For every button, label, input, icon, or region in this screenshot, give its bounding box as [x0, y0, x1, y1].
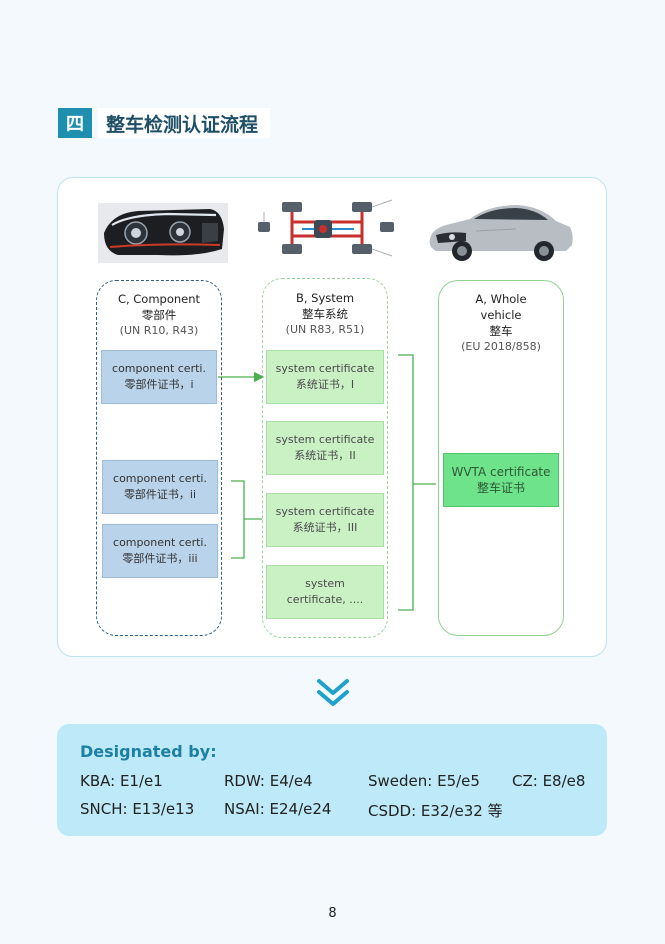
vehicle-title-line1: A, Whole: [475, 292, 527, 306]
cert-label-en: component certi.: [112, 362, 206, 375]
vehicle-cert: WVTA certificate 整车证书: [443, 453, 559, 507]
cert-label-cn: 系统证书，III: [292, 521, 358, 534]
component-title: C, Component: [117, 292, 201, 306]
cert-label-cn: 整车证书: [476, 481, 525, 495]
system-bracket: [398, 354, 436, 611]
vehicle-standard: (EU 2018/858): [461, 340, 541, 353]
vehicle-title-cn: 整车: [489, 324, 513, 338]
system-cert-4: system certificate, ....: [266, 565, 384, 619]
cert-label-cn: 零部件证书，ii: [123, 488, 197, 501]
whole-vehicle-column: [438, 280, 564, 636]
system-cert-1: system certificate 系统证书，I: [266, 350, 384, 404]
cert-label-cn: 系统证书，II: [294, 449, 356, 462]
designation-item: CSDD: E32/e32 等: [368, 802, 503, 820]
designation-item: KBA: E1/e1: [80, 772, 163, 790]
system-column-header: B, System 整车系统 (UN R83, R51): [266, 290, 384, 338]
cert-label-en: system: [305, 577, 345, 590]
section-heading: 四 整车检测认证流程: [58, 108, 271, 138]
cert-label-en: system certificate: [275, 362, 375, 375]
component-title-cn: 零部件: [141, 308, 177, 322]
cert-label-cn: 系统证书，I: [295, 378, 355, 391]
vehicle-title-line2: vehicle: [480, 308, 522, 322]
designation-item: CZ: E8/e8: [512, 772, 586, 790]
cert-label-en: WVTA certificate: [451, 465, 551, 479]
designation-item: SNCH: E13/e13: [80, 800, 195, 818]
section-number: 四: [58, 108, 92, 138]
double-chevron-down-icon: [317, 679, 349, 706]
cert-label-en: system certificate: [275, 505, 375, 518]
component-cert-3: component certi. 零部件证书，iii: [102, 524, 218, 578]
cert-label-en: component certi.: [113, 472, 207, 485]
component-bracket: [231, 480, 262, 559]
brake-system-diagram: [252, 192, 404, 264]
component-cert-1: component certi. 零部件证书，i: [101, 350, 217, 404]
system-standard: (UN R83, R51): [285, 323, 365, 336]
headlight-photo: [98, 203, 228, 263]
component-column-header: C, Component 零部件 (UN R10, R43): [100, 291, 218, 339]
system-column: [262, 278, 388, 638]
system-title: B, System: [295, 291, 355, 305]
component-cert-2: component certi. 零部件证书，ii: [102, 460, 218, 514]
cert-label-cn: certificate, ....: [286, 593, 364, 606]
designated-title: Designated by:: [80, 742, 217, 761]
designated-by-box: Designated by: KBA: E1/e1 RDW: E4/e4 Swe…: [57, 724, 607, 836]
system-cert-2: system certificate 系统证书，II: [266, 421, 384, 475]
vehicle-column-header: A, Whole vehicle 整车 (EU 2018/858): [442, 291, 560, 355]
designation-item: NSAI: E24/e24: [224, 800, 332, 818]
system-cert-3: system certificate 系统证书，III: [266, 493, 384, 547]
cert-label-en: component certi.: [113, 536, 207, 549]
section-title: 整车检测认证流程: [98, 108, 271, 138]
cert-label-cn: 零部件证书，i: [124, 378, 194, 391]
cert-label-cn: 零部件证书，iii: [122, 552, 198, 565]
component-standard: (UN R10, R43): [119, 324, 199, 337]
designation-item: Sweden: E5/e5: [368, 772, 480, 790]
cert-label-en: system certificate: [275, 433, 375, 446]
designation-item: RDW: E4/e4: [224, 772, 313, 790]
component-column: [96, 280, 222, 636]
car-photo: [426, 195, 576, 265]
page-number: 8: [328, 906, 337, 921]
system-title-cn: 整车系统: [302, 307, 348, 321]
